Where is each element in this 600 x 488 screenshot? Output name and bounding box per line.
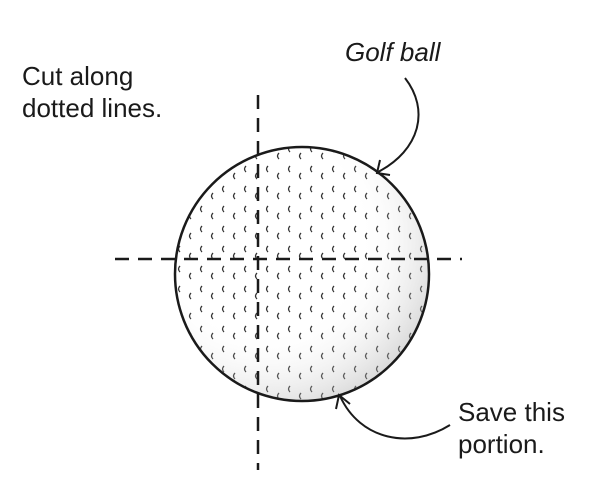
save-line2: portion. [458, 429, 545, 459]
golf-ball [173, 145, 431, 403]
cut-line2: dotted lines. [22, 93, 163, 123]
golf-ball-arrow-icon [375, 77, 420, 176]
cut-instruction-label: Cut along dotted lines. [22, 60, 162, 124]
save-portion-arrow-icon [335, 393, 451, 440]
golf-ball-label: Golf ball [345, 37, 441, 67]
cut-line1: Cut along [22, 61, 134, 91]
save-portion-label: Save this portion. [458, 396, 565, 460]
save-line1: Save this [458, 397, 565, 427]
